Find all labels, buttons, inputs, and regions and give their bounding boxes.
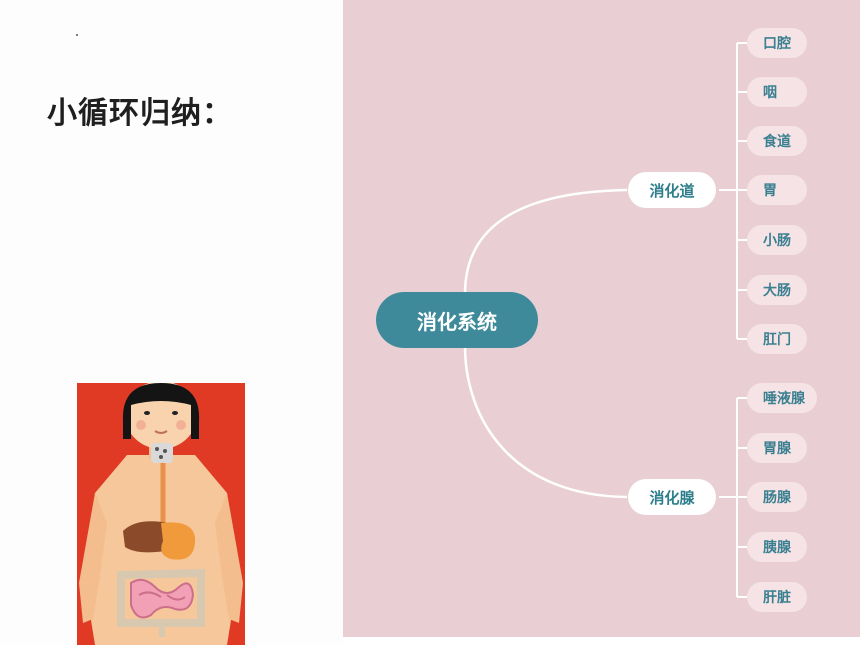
mindmap-connectors — [463, 42, 747, 598]
leaf-node: 胃腺 — [747, 433, 807, 463]
leaf-node: 小肠 — [747, 225, 807, 255]
leaf-node: 胃 — [747, 175, 807, 205]
digestive-system-illustration — [77, 383, 245, 645]
leaf-node: 胰腺 — [747, 532, 807, 562]
leaf-node: 大肠 — [747, 275, 807, 305]
leaf-node: 唾液腺 — [747, 383, 817, 413]
page-title: 小循环归纳： — [47, 96, 233, 131]
leaf-node: 食道 — [747, 126, 807, 156]
girl-figure — [79, 383, 243, 645]
leaf-node: 肠腺 — [747, 482, 807, 512]
mindmap-panel: 消化系统 消化道 消化腺 口腔 咽 食道 胃 小肠 大肠 肛门 唾液腺 胃腺 肠… — [343, 0, 860, 637]
leaf-node: 肛门 — [747, 324, 807, 354]
branch-node-digestive-tract: 消化道 — [628, 172, 716, 208]
root-node: 消化系统 — [376, 292, 538, 348]
leaf-node: 口腔 — [747, 28, 807, 58]
branch-node-digestive-glands: 消化腺 — [628, 479, 716, 515]
left-panel: 小循环归纳： — [0, 0, 343, 645]
leaf-node: 肝脏 — [747, 582, 807, 612]
dot-mark — [76, 34, 78, 36]
leaf-node: 咽 — [747, 77, 807, 107]
